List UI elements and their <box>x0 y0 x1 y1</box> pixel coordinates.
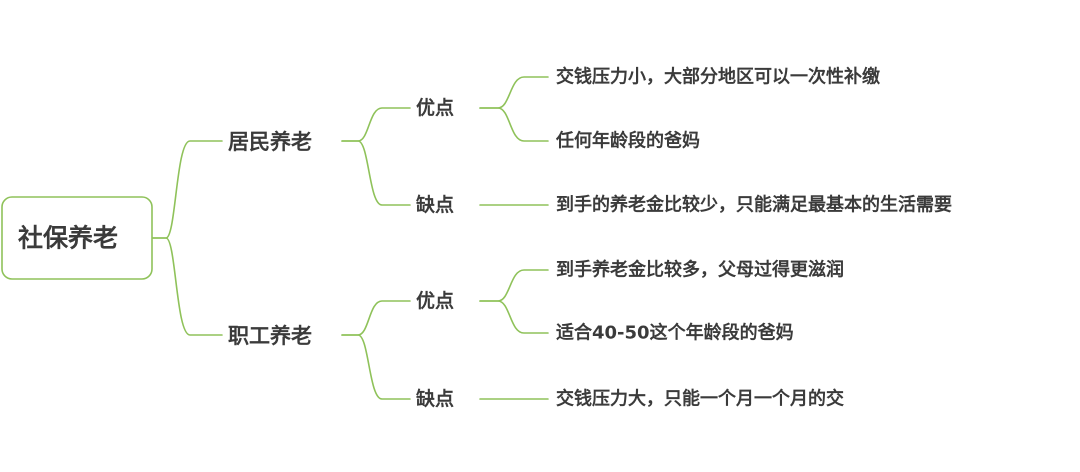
connector-branch-2-pros <box>341 300 411 336</box>
group-label-residents-cons: 缺点 <box>416 193 454 216</box>
connector-branch-1-pros <box>341 107 411 142</box>
connector-root-branch-1 <box>151 140 223 239</box>
item-employees-cons-1: 交钱压力大，只能一个月一个月的交 <box>556 388 844 410</box>
item-residents-cons-1: 到手的养老金比较少，只能满足最基本的生活需要 <box>556 194 952 216</box>
connector-branch-1-pros-item-1 <box>479 76 549 109</box>
group-label-employees-pros: 优点 <box>416 289 454 312</box>
item-residents-pros-2: 任何年龄段的爸妈 <box>555 130 700 152</box>
connector-branch-1-pros-item-2 <box>479 107 549 142</box>
connector-root-branch-2 <box>151 237 223 336</box>
root-node <box>1 196 153 280</box>
item-residents-pros-1: 交钱压力小，大部分地区可以一次性补缴 <box>556 66 881 88</box>
root-label: 社保养老 <box>18 224 118 253</box>
item-employees-pros-1: 到手养老金比较多，父母过得更滋润 <box>556 259 844 281</box>
item-employees-pros-2: 适合40-50这个年龄段的爸妈 <box>556 322 794 344</box>
group-label-residents-pros: 优点 <box>416 96 454 119</box>
connector-branch-1-cons <box>341 140 411 206</box>
connector-branch-2-pros-item-2 <box>479 300 549 334</box>
branch-label-employees: 职工养老 <box>228 324 312 348</box>
group-label-employees-cons: 缺点 <box>416 387 454 410</box>
branch-label-residents: 居民养老 <box>228 130 312 154</box>
connector-branch-2-cons <box>341 334 411 400</box>
connector-branch-2-pros-item-1 <box>479 269 549 302</box>
